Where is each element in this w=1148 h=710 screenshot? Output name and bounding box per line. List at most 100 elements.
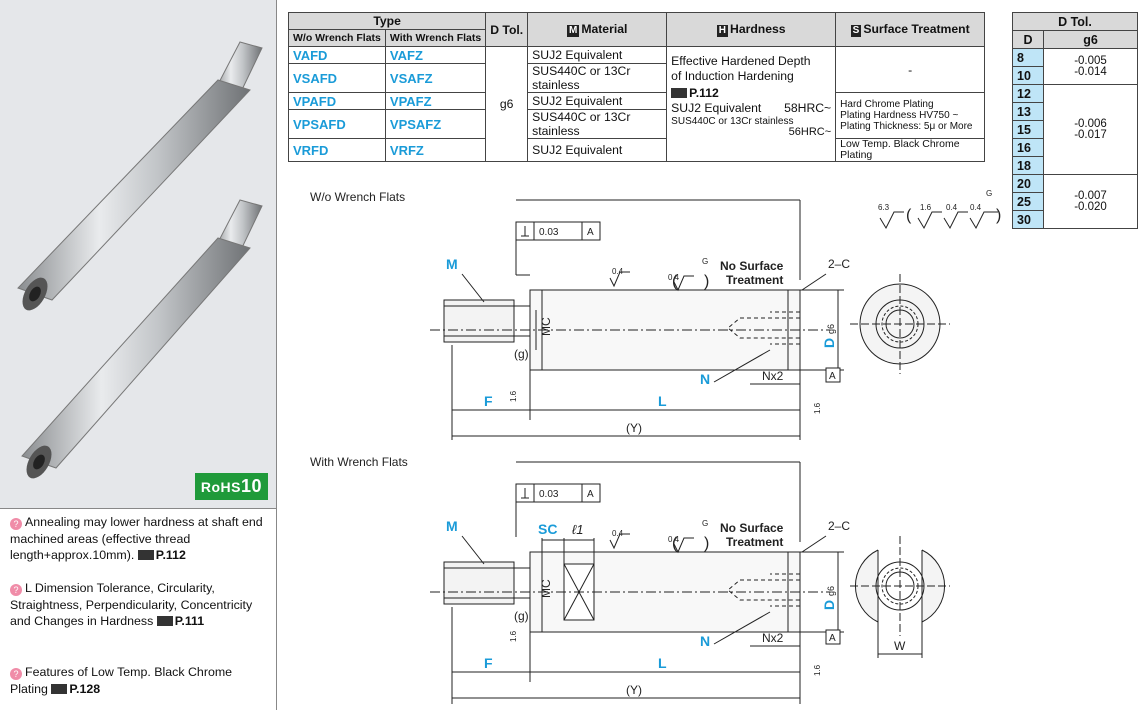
svg-text:0.4: 0.4 [668,535,680,544]
col-d: D [1012,30,1044,49]
svg-text:L: L [658,655,667,671]
book-icon [51,683,68,694]
d-value: 30 [1012,210,1044,229]
table-row: VSAFD VSAFZ SUS440C or 13Cr stainless [288,63,985,93]
svg-text:0.4: 0.4 [970,203,982,212]
table-row: VPAFD VPAFZ SUJ2 Equivalent Hard Chrome … [288,92,986,139]
table-row: VPSAFD VPSAFZ SUS440C or 13Cr stainless [288,109,985,139]
d-value: 12 [1012,84,1044,103]
svg-text:2–C: 2–C [828,519,850,533]
svg-text:G: G [702,257,708,266]
part-code[interactable]: VSAFD [288,63,386,93]
material-cell: SUJ2 Equivalent [527,138,668,162]
svg-text:0.03: 0.03 [539,227,559,238]
svg-text:F: F [484,655,493,671]
svg-text:1.6: 1.6 [509,630,518,642]
product-photo: RoHS10 [0,0,276,509]
svg-text:(Y): (Y) [626,683,642,697]
d-value: 10 [1012,66,1044,85]
shaft-2 [21,199,263,479]
page-ref[interactable]: P.111 [156,614,204,628]
left-panel: RoHS10 ?Annealing may lower hardness at … [0,0,277,710]
svg-text:MC: MC [539,579,553,598]
svg-text:g6: g6 [826,324,836,334]
table-row: VRFD VRFZ SUJ2 Equivalent Low Temp. Blac… [288,138,986,162]
part-code[interactable]: VPAFZ [384,92,487,110]
svg-text:W: W [894,639,906,653]
svg-text:(: ( [672,535,678,552]
svg-text:MC: MC [539,317,553,336]
part-code[interactable]: VSAFZ [384,63,487,93]
part-code[interactable]: VRFD [288,138,386,162]
book-icon [156,616,173,626]
d-value: 20 [1012,174,1044,193]
table-row: VAFD VAFZ g6 SUJ2 Equivalent Effective H… [288,46,986,162]
part-code[interactable]: VAFD [288,46,386,64]
hardness-icon: H [716,25,729,37]
d-value: 16 [1012,138,1044,157]
technical-drawings: 6.3 ( 1.6 0.4 0.4 G ) 0.03 A [430,189,1001,704]
shaft-1 [17,41,263,311]
note-black-chrome: ?Features of Low Temp. Black Chrome Plat… [10,665,233,696]
svg-text:N: N [700,633,710,649]
svg-text:Treatment: Treatment [726,273,783,287]
caution-icon: ? [10,584,22,596]
surface-icon: S [850,25,862,37]
part-code[interactable]: VPSAFD [288,109,386,139]
svg-text:M: M [446,256,458,272]
svg-text:): ) [704,273,709,290]
svg-text:A: A [829,371,836,382]
part-code[interactable]: VPAFD [288,92,386,110]
svg-text:F: F [484,393,493,409]
svg-text:): ) [996,207,1001,224]
drawing-wo-wrench: 0.03 A M MC (g) No Surface Treatment 0.4… [430,199,950,440]
drawing-with-wrench: 0.03 A M MC (g) SC ℓ1 No Surface Treatme… [430,461,950,704]
svg-text:No Surface: No Surface [720,521,784,535]
d-value: 15 [1012,120,1044,139]
surface-low-temp: Low Temp. Black Chrome Plating [835,138,986,162]
tol-value: -0.007-0.020 [1043,174,1138,229]
part-code[interactable]: VRFZ [384,138,487,162]
svg-text:1.6: 1.6 [813,664,822,676]
caution-icon: ? [10,668,22,680]
svg-text:G: G [986,189,992,198]
svg-text:): ) [704,535,709,552]
part-code[interactable]: VPSAFZ [384,109,487,139]
svg-text:g6: g6 [826,586,836,596]
material-cell: SUJ2 Equivalent [527,92,668,110]
hardness-cell: Effective Hardened Depth of Induction Ha… [666,46,837,162]
d-value: 8 [1012,48,1044,67]
svg-text:G: G [702,519,708,528]
svg-text:M: M [446,518,458,534]
svg-text:Nx2: Nx2 [762,631,784,645]
svg-text:ℓ1: ℓ1 [572,522,583,537]
material-cell: SUS440C or 13Cr stainless [527,109,668,139]
svg-text:(: ( [672,273,678,290]
part-code[interactable]: VAFZ [384,46,487,64]
d-value: 13 [1012,102,1044,121]
svg-text:A: A [587,227,594,238]
note-l-dimension: ?L Dimension Tolerance, Circularity, Str… [10,581,253,628]
svg-text:6.3: 6.3 [878,203,890,212]
page-ref[interactable]: P.112 [137,548,186,562]
shaft-photo-illustration [17,41,263,479]
svg-text:2–C: 2–C [828,257,850,271]
page-ref[interactable]: P.128 [51,682,100,696]
svg-text:No Surface: No Surface [720,259,784,273]
note-annealing: ?Annealing may lower hardness at shaft e… [10,515,263,562]
dtol-value: g6 [485,46,529,162]
svg-text:0.4: 0.4 [668,273,680,282]
header-with: With Wrench Flats [384,29,487,47]
with-wrench-label: With Wrench Flats [310,455,408,469]
dtol-title: D Tol. [1012,12,1138,31]
svg-text:0.4: 0.4 [946,203,958,212]
surface-none: - [835,46,986,93]
svg-text:1.6: 1.6 [509,390,518,402]
d-value: 25 [1012,192,1044,211]
material-cell: SUS440C or 13Cr stainless [527,63,668,93]
d-value: 18 [1012,156,1044,175]
